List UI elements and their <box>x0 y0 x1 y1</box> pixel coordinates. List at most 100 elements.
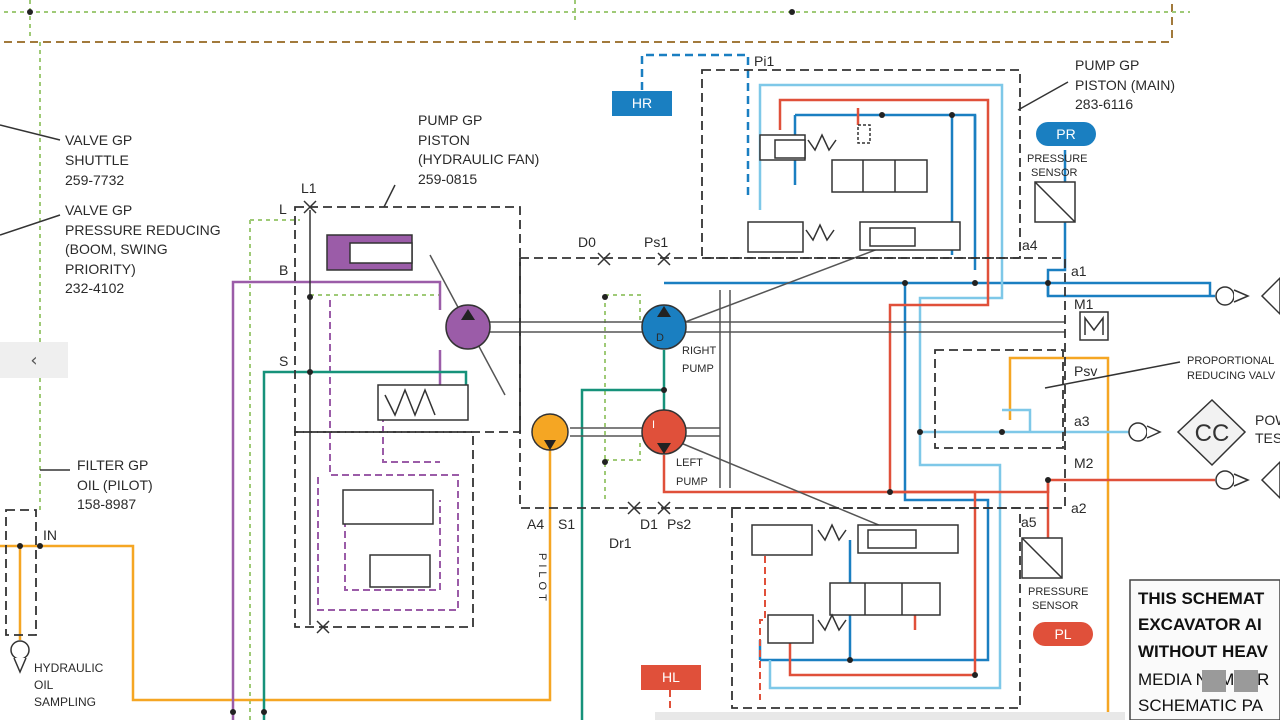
port-a1: a1 <box>1071 263 1087 279</box>
prev-page-button[interactable]: ‹ <box>0 342 68 378</box>
port-markers <box>303 200 671 634</box>
orange-lines <box>0 356 1110 720</box>
port-Ps1: Ps1 <box>644 234 668 250</box>
sampling-line2: OIL <box>34 678 54 692</box>
coupler-a1 <box>1215 286 1250 306</box>
pump-main-name: PUMP GP <box>1075 57 1139 73</box>
filter-name: FILTER GP <box>77 457 148 473</box>
port-S1: S1 <box>558 516 575 532</box>
valve-pr-part: 232-4102 <box>65 280 124 296</box>
port-M2: M2 <box>1074 455 1094 471</box>
left-pump-line1: LEFT <box>676 457 703 469</box>
black-lines <box>0 81 1181 625</box>
pressure-sensor-bottom-line1: PRESSURE <box>1028 586 1089 598</box>
hr-tag: HR <box>612 91 672 116</box>
port-IN: IN <box>43 527 57 543</box>
port-a3: a3 <box>1074 413 1090 429</box>
note-line2: EXCAVATOR AI <box>1138 615 1262 634</box>
coupler-sampling <box>10 640 30 674</box>
valve-shuttle-name: VALVE GP <box>65 132 132 148</box>
port-M1: M1 <box>1074 296 1094 312</box>
coupler-a3 <box>1128 422 1162 442</box>
power-line1: POW <box>1255 412 1280 428</box>
purple-dashed-lines <box>317 300 459 611</box>
coupler-a2 <box>1215 470 1250 490</box>
junction-dots <box>17 112 1051 715</box>
prop-valve-line1: PROPORTIONAL <box>1187 355 1274 367</box>
component-outlines <box>5 69 1066 709</box>
teal-lines <box>262 350 666 720</box>
prop-valve-line2: REDUCING VALV <box>1187 370 1276 382</box>
port-D0: D0 <box>578 234 596 250</box>
pressure-sensor-top-line1: PRESSURE <box>1027 153 1088 165</box>
port-A4: A4 <box>527 516 544 532</box>
bottom-scroll-area <box>655 712 1125 720</box>
main-pump-lower-internals <box>751 523 959 644</box>
hl-tag-label: HL <box>662 669 680 685</box>
fan-pump-actuators <box>326 234 469 588</box>
pump-I-letter: I <box>652 419 655 431</box>
pump-main-type: PISTON (MAIN) <box>1075 77 1175 93</box>
note-overlay-button-2[interactable] <box>1234 670 1258 692</box>
port-a4: a4 <box>1022 237 1038 253</box>
pilot-label: PILOT <box>536 553 548 605</box>
pr-tag: PR <box>1036 122 1096 146</box>
schematic-note: THIS SCHEMAT EXCAVATOR AI WITHOUT HEAV M… <box>1129 579 1280 720</box>
left-pump-symbol <box>641 409 687 455</box>
pressure-sensor-bottom-symbol <box>1021 537 1063 579</box>
filter-type: OIL (PILOT) <box>77 477 153 493</box>
note-line5: SCHEMATIC PA <box>1138 696 1264 715</box>
cc-tag: CC <box>1176 398 1247 467</box>
pl-tag-label: PL <box>1054 626 1071 642</box>
port-Psv: Psv <box>1074 363 1097 379</box>
valve-shuttle-part: 259-7732 <box>65 172 124 188</box>
port-D1: D1 <box>640 516 658 532</box>
right-pump-line1: RIGHT <box>682 345 717 357</box>
pump-fan-sub: (HYDRAULIC FAN) <box>418 151 539 167</box>
valve-pr-type2: (BOOM, SWING <box>65 241 168 257</box>
light-blue-lines <box>758 83 1130 690</box>
valve-pr-name: VALVE GP <box>65 202 132 218</box>
diamond-right-edge <box>1260 276 1280 500</box>
right-pump-symbol <box>641 304 687 350</box>
right-pump-line2: PUMP <box>682 363 714 375</box>
red-dashed-lines <box>669 545 766 720</box>
pump-main-part: 283-6116 <box>1075 96 1133 112</box>
port-B: B <box>279 262 288 278</box>
top-frame-lines <box>4 0 1190 43</box>
port-a5: a5 <box>1021 514 1037 530</box>
shaft-lines <box>429 234 1065 541</box>
port-Pi1: Pi1 <box>754 53 774 69</box>
pr-tag-label: PR <box>1056 126 1075 142</box>
main-pump-upper-internals <box>747 124 961 253</box>
sampling-line3: SAMPLING <box>34 695 96 709</box>
note-line3: WITHOUT HEAV <box>1138 642 1269 661</box>
chevron-left-icon: ‹ <box>30 349 38 371</box>
pump-D-letter: D <box>656 332 664 344</box>
fan-pump-symbol <box>445 304 491 350</box>
filter-part: 158-8987 <box>77 496 136 512</box>
valve-shuttle-type: SHUTTLE <box>65 152 129 168</box>
note-overlay-button-1[interactable] <box>1202 670 1226 692</box>
hr-tag-label: HR <box>632 95 652 111</box>
purple-lines <box>231 280 442 720</box>
pressure-sensor-bottom-line2: SENSOR <box>1032 600 1079 612</box>
port-a2: a2 <box>1071 500 1087 516</box>
cc-tag-label: CC <box>1195 420 1230 447</box>
pressure-sensor-top-symbol <box>1034 181 1076 223</box>
pump-fan-name: PUMP GP <box>418 112 482 128</box>
port-Dr1: Dr1 <box>609 535 632 551</box>
blue-dashed-lines <box>640 53 750 195</box>
pl-tag: PL <box>1033 622 1093 646</box>
port-L1: L1 <box>301 180 317 196</box>
valve-pr-type1: PRESSURE REDUCING <box>65 222 221 238</box>
port-S: S <box>279 353 288 369</box>
left-pump-line2: PUMP <box>676 476 708 488</box>
power-line2: TES <box>1255 430 1280 446</box>
pilot-pump-symbol <box>531 413 569 451</box>
port-Ps2: Ps2 <box>667 516 691 532</box>
hl-tag: HL <box>641 665 701 690</box>
valve-pr-type3: PRIORITY) <box>65 261 136 277</box>
note-line1: THIS SCHEMAT <box>1138 589 1265 608</box>
